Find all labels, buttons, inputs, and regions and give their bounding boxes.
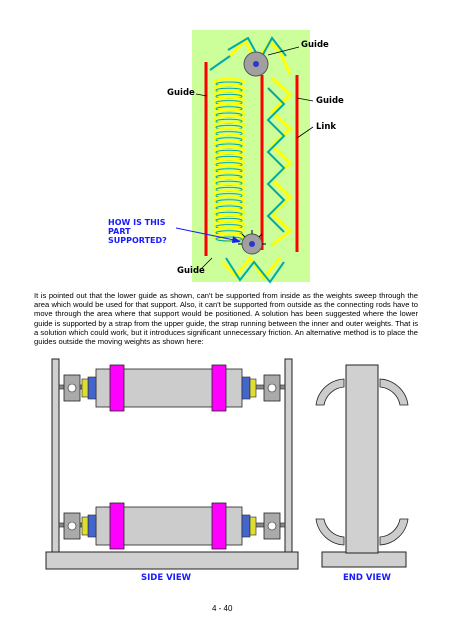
- bottom-collar-left: [109, 502, 125, 550]
- outside-guides-diagram: [45, 358, 409, 570]
- side-view-top-assembly: [58, 364, 286, 412]
- label-guide-bottom: Guide: [177, 266, 205, 276]
- side-view-frame: [45, 358, 299, 570]
- weight-coil: [212, 232, 246, 242]
- bottom-hub-center: [249, 241, 255, 247]
- zigzag-link-teal: [266, 87, 286, 233]
- end-view-post: [345, 364, 379, 554]
- weight-stack: [212, 77, 246, 242]
- label-guide-top: Guide: [301, 40, 329, 50]
- bottom-linkage: [220, 255, 285, 284]
- guide-rods: [204, 62, 299, 256]
- label-support-question: HOW IS THIS PART SUPPORTED?: [108, 218, 167, 245]
- bottom-hub-spokes: [238, 230, 266, 245]
- end-view-label: END VIEW: [343, 573, 391, 583]
- bottom-figure: [0, 355, 452, 590]
- end-view-bottom-right-arc: [379, 518, 409, 546]
- bottom-collar-right: [211, 502, 227, 550]
- callout-lines: [195, 46, 314, 271]
- end-view-top-left-arc: [315, 378, 345, 406]
- side-view-bottom-assembly: [58, 502, 286, 550]
- top-collar-right: [211, 364, 227, 412]
- top-figure: [0, 0, 452, 285]
- body-paragraph: It is pointed out that the lower guide a…: [34, 291, 418, 347]
- top-collar-left: [109, 364, 125, 412]
- label-guide-right: Guide: [316, 96, 344, 106]
- page-number: 4 - 40: [212, 604, 233, 613]
- label-guide-left: Guide: [167, 88, 195, 98]
- weight-coil-shadow: [215, 236, 243, 242]
- top-hub-center: [253, 61, 259, 67]
- guide-mechanism-diagram: [175, 30, 314, 284]
- side-view-label: SIDE VIEW: [141, 573, 192, 583]
- end-view-bottom-left-arc: [315, 518, 345, 546]
- end-view-base: [321, 551, 407, 568]
- question-arrowhead: [232, 236, 241, 243]
- label-link: Link: [316, 122, 337, 132]
- end-view: [315, 364, 409, 568]
- question-arrow: [175, 227, 240, 242]
- end-view-top-right-arc: [379, 378, 409, 406]
- zigzag-link-yellow: [269, 76, 293, 247]
